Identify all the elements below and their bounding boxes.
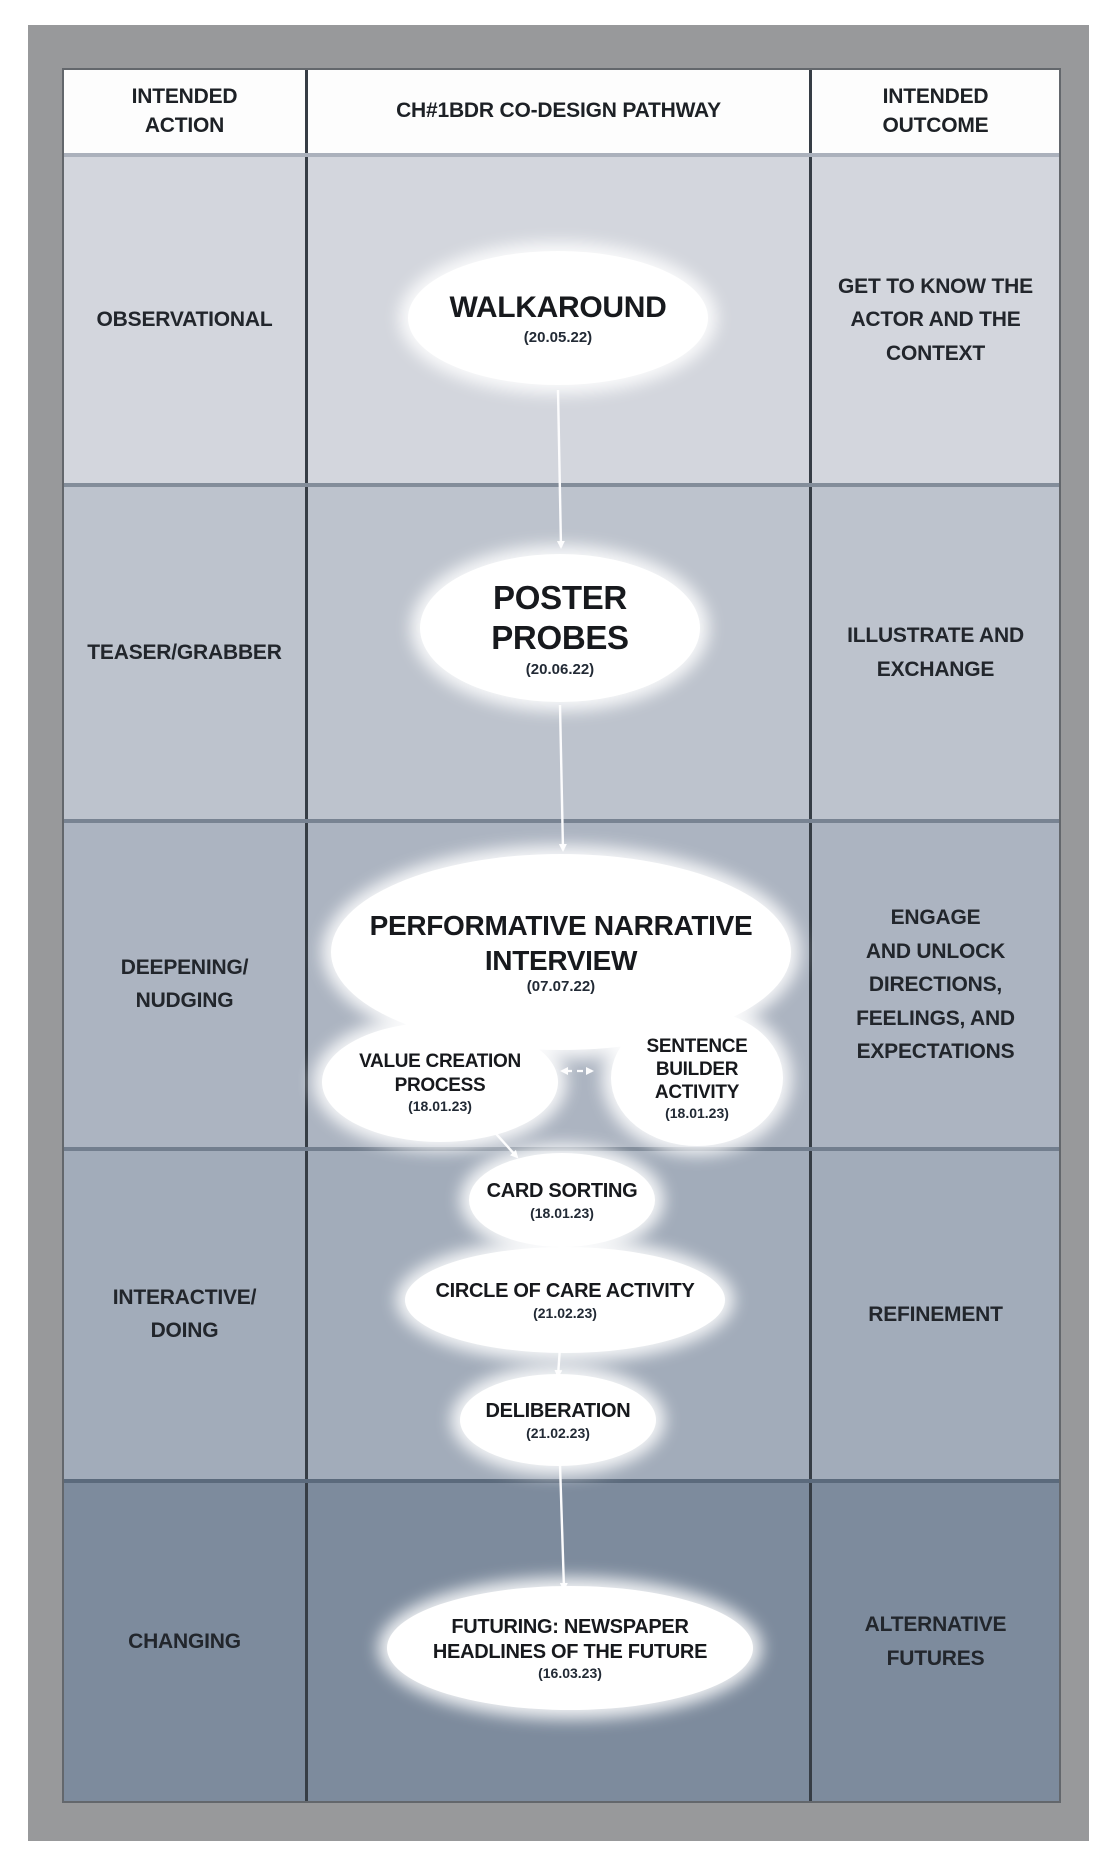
action-label: DEEPENING/ NUDGING [64, 823, 308, 1147]
header-intended-outcome: INTENDED OUTCOME [882, 85, 989, 137]
outcome-label: ENGAGE AND UNLOCK DIRECTIONS, FEELINGS, … [856, 906, 1015, 1064]
arrow-circleofcare-to-deliberation [554, 1346, 563, 1378]
arrow-interview-to-sentencebuilder-dashed [600, 996, 626, 1036]
action-label: CHANGING [64, 1483, 308, 1801]
outcome-label: ILLUSTRATE AND EXCHANGE [847, 624, 1024, 681]
action-label: INTERACTIVE/ DOING [64, 1151, 308, 1479]
header-pathway-title: CH#1BDR CO-DESIGN PATHWAY [308, 70, 812, 153]
outcome-label: REFINEMENT [868, 1303, 1003, 1327]
pathway-cell [308, 487, 812, 819]
pathway-cell [308, 157, 812, 483]
header-intended-action: INTENDED ACTION [64, 70, 308, 153]
arrow-valuecreation-to-cardsorting [488, 1125, 519, 1159]
action-label: TEASER/GRABBER [64, 487, 308, 819]
arrow-walkaround-to-posterprobes [556, 389, 565, 549]
pathway-cell [308, 823, 812, 1147]
table-header-row: INTENDED ACTION CH#1BDR CO-DESIGN PATHWA… [64, 70, 1059, 153]
outcome-label: ALTERNATIVE FUTURES [864, 1613, 1007, 1670]
pathway-cell [308, 1483, 812, 1801]
arrow-posterprobes-to-interview [558, 704, 567, 852]
arrow-deliberation-to-futuring [558, 1463, 568, 1591]
codesign-pathway-table: INTENDED ACTION CH#1BDR CO-DESIGN PATHWA… [62, 68, 1061, 1803]
arrow-valuecreation-to-interview-dashed [516, 995, 553, 1043]
action-label: OBSERVATIONAL [64, 157, 308, 483]
pathway-cell [308, 1151, 812, 1479]
outcome-label: GET TO KNOW THE ACTOR AND THE CONTEXT [838, 274, 1033, 365]
